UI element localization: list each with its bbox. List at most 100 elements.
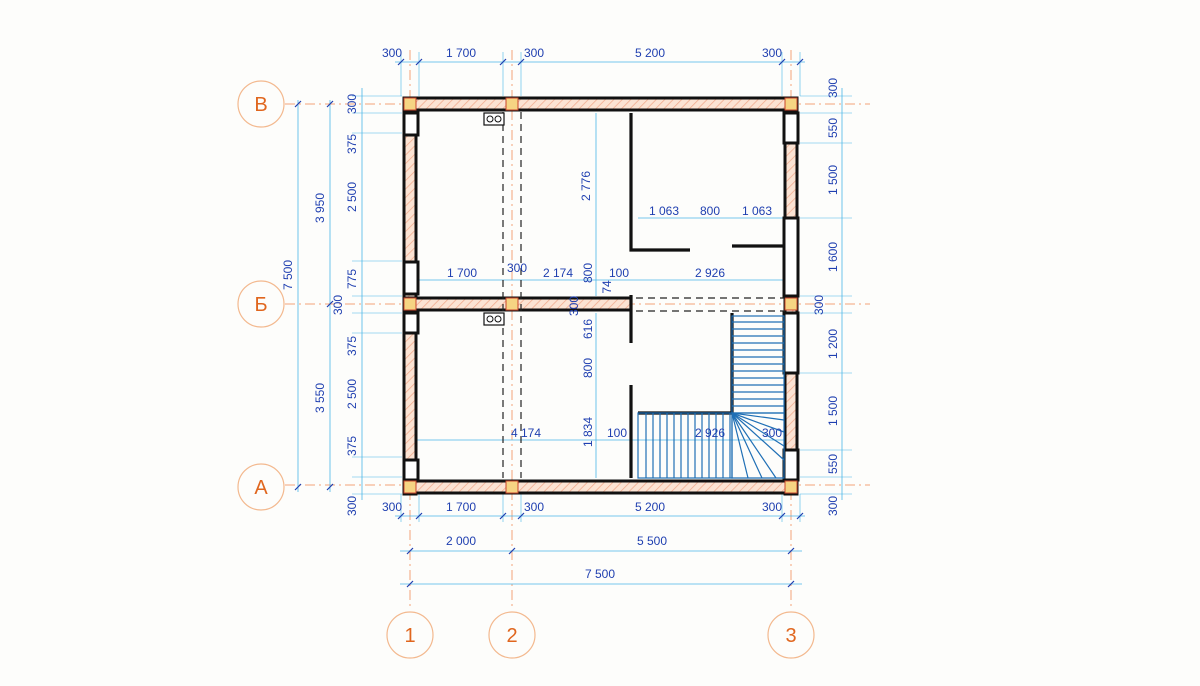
dim-interior-2776: 2 776	[579, 171, 593, 201]
walls	[402, 96, 800, 496]
dim-right-300: 300	[812, 295, 826, 315]
stair-tread	[731, 412, 785, 447]
dim-vert-800: 800	[581, 358, 595, 378]
post	[784, 480, 798, 494]
dim-top-1700: 1 700	[446, 46, 476, 60]
dim-right-1600: 1 600	[826, 242, 840, 272]
dim-top-300: 300	[524, 46, 544, 60]
dim-left-3550: 3 550	[313, 383, 327, 413]
dim-bottom-1700: 1 700	[446, 500, 476, 514]
dim-bottom-5500: 5 500	[637, 534, 667, 548]
dim-lower-2926: 2 926	[695, 426, 725, 440]
dim-door-right: 1 063	[742, 204, 772, 218]
axis-bubble	[237, 463, 285, 511]
dim-right-550: 550	[826, 454, 840, 474]
dim-lower-4174: 4 174	[511, 426, 541, 440]
dim-vert-300: 300	[567, 296, 581, 316]
dim-top-300: 300	[762, 46, 782, 60]
dim-mid-1700: 1 700	[447, 266, 477, 280]
wall-left	[402, 96, 418, 496]
axis-label-v: В	[254, 94, 267, 116]
post	[403, 97, 417, 111]
axis-label-1: 1	[404, 625, 415, 647]
dim-left-2500: 2 500	[345, 182, 359, 212]
staircase	[637, 315, 785, 479]
stair-tread	[731, 412, 763, 479]
dim-bottom-300: 300	[762, 500, 782, 514]
dim-left-375: 375	[345, 134, 359, 154]
wall-pier	[402, 458, 420, 482]
dim-mid-300: 300	[507, 261, 527, 275]
dim-mid-2926: 2 926	[695, 266, 725, 280]
dim-vert-74: 74	[600, 280, 614, 294]
dim-vert-1834: 1 834	[581, 417, 595, 447]
dim-vert-800: 800	[581, 263, 595, 283]
post	[505, 480, 519, 494]
grid-axes	[285, 50, 870, 610]
dim-door-left: 1 063	[649, 204, 679, 218]
dim-left-2500: 2 500	[345, 379, 359, 409]
wall-pier	[402, 111, 420, 137]
stove-icon	[483, 112, 505, 126]
axis-bubble	[767, 611, 815, 659]
dim-left-3950: 3 950	[313, 193, 327, 223]
dim-mid-2174: 2 174	[543, 266, 573, 280]
dim-top-5200: 5 200	[635, 46, 665, 60]
dim-bottom-2000: 2 000	[446, 534, 476, 548]
wall-pier	[782, 111, 800, 145]
dim-vert-616: 616	[581, 319, 595, 339]
dim-mid-100: 100	[609, 266, 629, 280]
dim-bottom-300: 300	[382, 500, 402, 514]
dim-top-300: 300	[382, 46, 402, 60]
wall-pier	[782, 311, 800, 375]
dimension-lines	[294, 52, 852, 588]
dim-right-300: 300	[826, 496, 840, 516]
wall-top	[402, 96, 799, 112]
stove-icon	[483, 312, 505, 326]
stair-tread	[731, 412, 777, 479]
axis-bubble	[237, 280, 285, 328]
post	[403, 480, 417, 494]
axis-label-b: Б	[254, 294, 267, 316]
dim-left-375: 375	[345, 436, 359, 456]
dim-right-1200: 1 200	[826, 329, 840, 359]
dim-left-300: 300	[345, 496, 359, 516]
post	[784, 97, 798, 111]
dim-bottom-300: 300	[524, 500, 544, 514]
stair-tread	[731, 412, 749, 479]
axis-bubble	[488, 611, 536, 659]
dim-door-width: 800	[700, 204, 720, 218]
dim-left-total: 7 500	[281, 260, 295, 290]
axis-bubble	[237, 80, 285, 128]
partition-upper	[629, 113, 690, 252]
dim-left-300: 300	[331, 295, 345, 315]
dim-left-775: 775	[345, 269, 359, 289]
stair-tread	[731, 412, 785, 421]
wall-bottom	[402, 479, 799, 495]
dim-bottom-total: 7 500	[585, 567, 615, 581]
stair-wall	[638, 313, 734, 415]
dim-bottom-5200: 5 200	[635, 500, 665, 514]
wall-pier	[402, 311, 420, 335]
axis-label-2: 2	[506, 625, 517, 647]
post	[403, 297, 417, 311]
dim-lower-300: 300	[762, 426, 782, 440]
dim-left-375: 375	[345, 336, 359, 356]
post	[505, 297, 519, 311]
stair-tread	[731, 412, 785, 433]
axis-label-a: А	[254, 477, 268, 499]
post	[505, 97, 519, 111]
stair-tread	[731, 412, 785, 461]
wall-pier	[782, 216, 800, 298]
dim-right-1500: 1 500	[826, 396, 840, 426]
dim-right-1500: 1 500	[826, 165, 840, 195]
wall-pier	[402, 260, 420, 296]
axis-label-3: 3	[785, 625, 796, 647]
post	[784, 297, 798, 311]
dim-lower-100: 100	[607, 426, 627, 440]
axis-markers: В Б А 1 2 3	[237, 80, 815, 659]
dim-left-300: 300	[345, 94, 359, 114]
axis-bubble	[386, 611, 434, 659]
beam-lines	[502, 112, 785, 478]
